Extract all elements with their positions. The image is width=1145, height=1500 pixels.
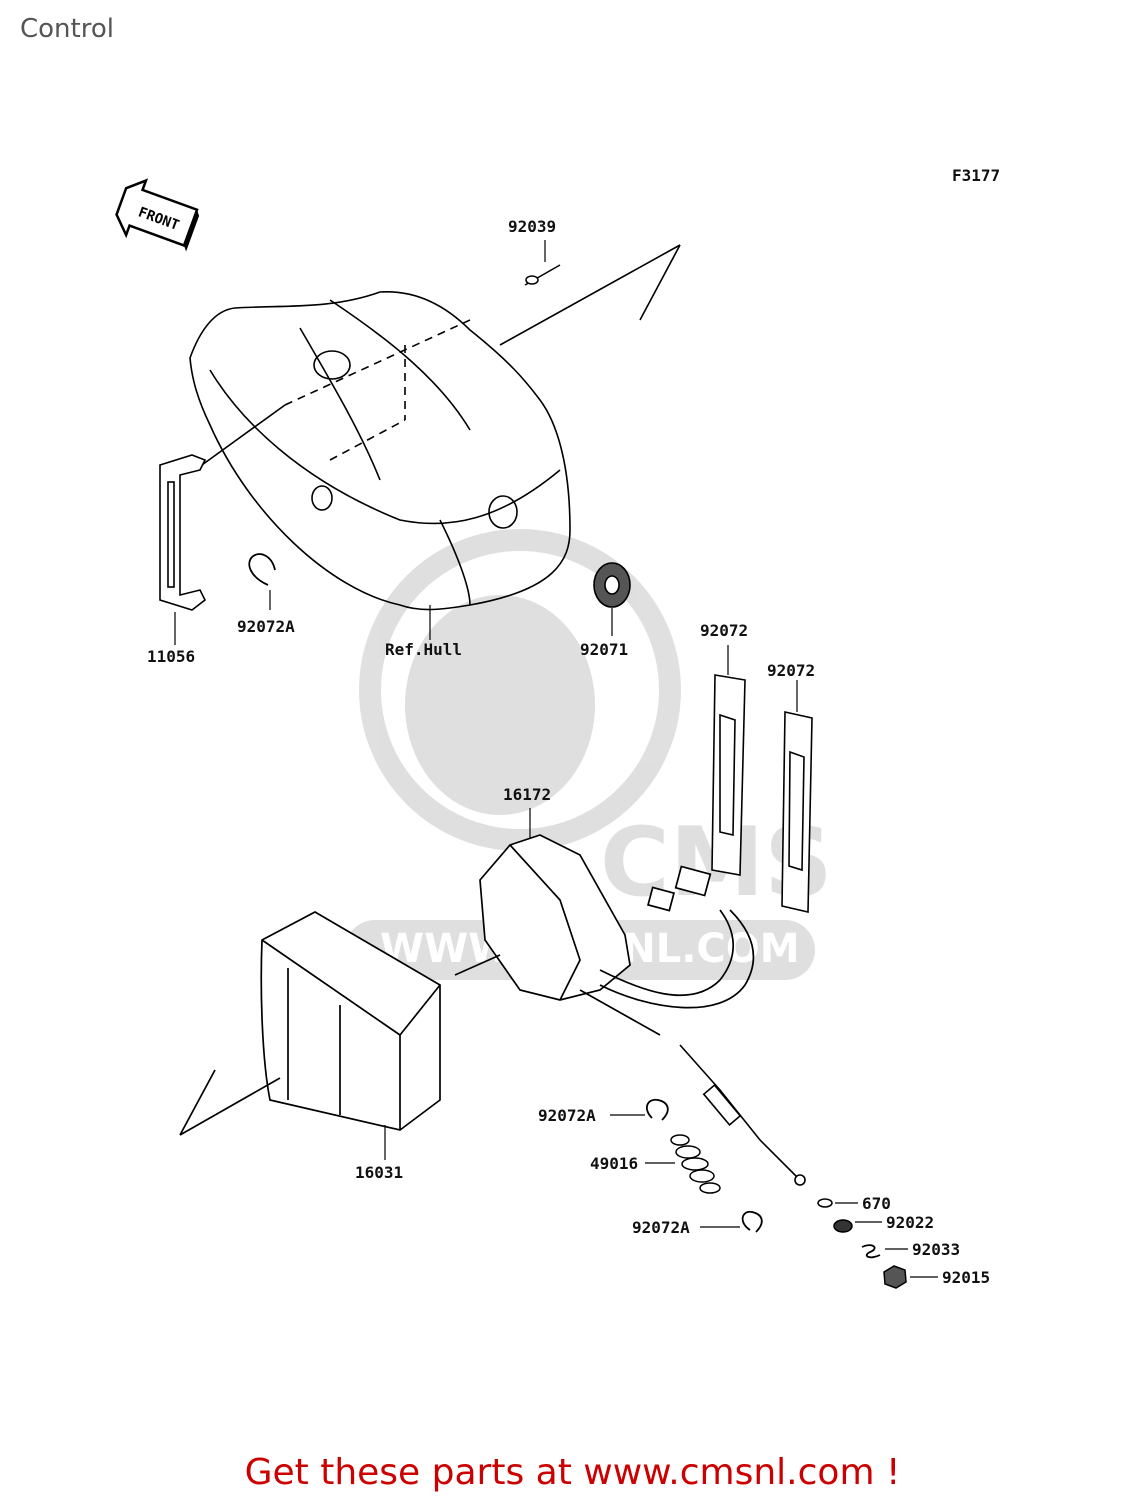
part-16172-drawing (479, 834, 755, 1036)
part-92072a-top-drawing (248, 553, 276, 586)
part-label-92039: 92039 (508, 217, 556, 236)
page-title: Control (20, 14, 114, 44)
part-92072-left-drawing (711, 674, 746, 876)
part-label-670: 670 (862, 1194, 891, 1213)
part-label-92072a-top: 92072A (237, 617, 295, 636)
part-11056-drawing (159, 454, 207, 611)
footer-cta-link[interactable]: Get these parts at www.cmsnl.com ! (244, 1452, 901, 1493)
figure-code: F3177 (952, 166, 1000, 185)
hull-drawing (189, 244, 681, 611)
part-label-92072-right: 92072 (767, 661, 815, 680)
part-92039-drawing (524, 264, 561, 286)
part-label-92072a-mid: 92072A (538, 1106, 596, 1125)
part-label-92015: 92015 (942, 1268, 990, 1287)
part-label-16172: 16172 (503, 785, 551, 804)
part-92072a-mid-drawing (645, 1098, 669, 1121)
front-arrow-icon: FRONT (115, 178, 200, 252)
part-label-92033: 92033 (912, 1240, 960, 1259)
part-label-49016: 49016 (590, 1154, 638, 1173)
part-92071-drawing (593, 562, 631, 608)
part-92022-drawing (833, 1219, 853, 1233)
cable-drawing (679, 1044, 806, 1186)
part-670-drawing (817, 1198, 833, 1208)
parts-diagram: CMS WWW.CMSNL.COM F3177 FRONT 92039 (115, 166, 1000, 1289)
part-label-92022: 92022 (886, 1213, 934, 1232)
part-92033-drawing (861, 1244, 881, 1259)
part-92072a-bottom-drawing (741, 1210, 763, 1233)
part-49016-drawing (670, 1134, 721, 1194)
part-92015-drawing (883, 1265, 907, 1289)
part-label-92072a-bottom: 92072A (632, 1218, 690, 1237)
part-label-92072-left: 92072 (700, 621, 748, 640)
part-label-16031: 16031 (355, 1163, 403, 1182)
part-label-92071: 92071 (580, 640, 628, 659)
part-label-ref-hull: Ref.Hull (385, 640, 462, 659)
part-label-11056: 11056 (147, 647, 195, 666)
part-16031-drawing (179, 911, 501, 1136)
part-92072-right-drawing (781, 711, 813, 914)
